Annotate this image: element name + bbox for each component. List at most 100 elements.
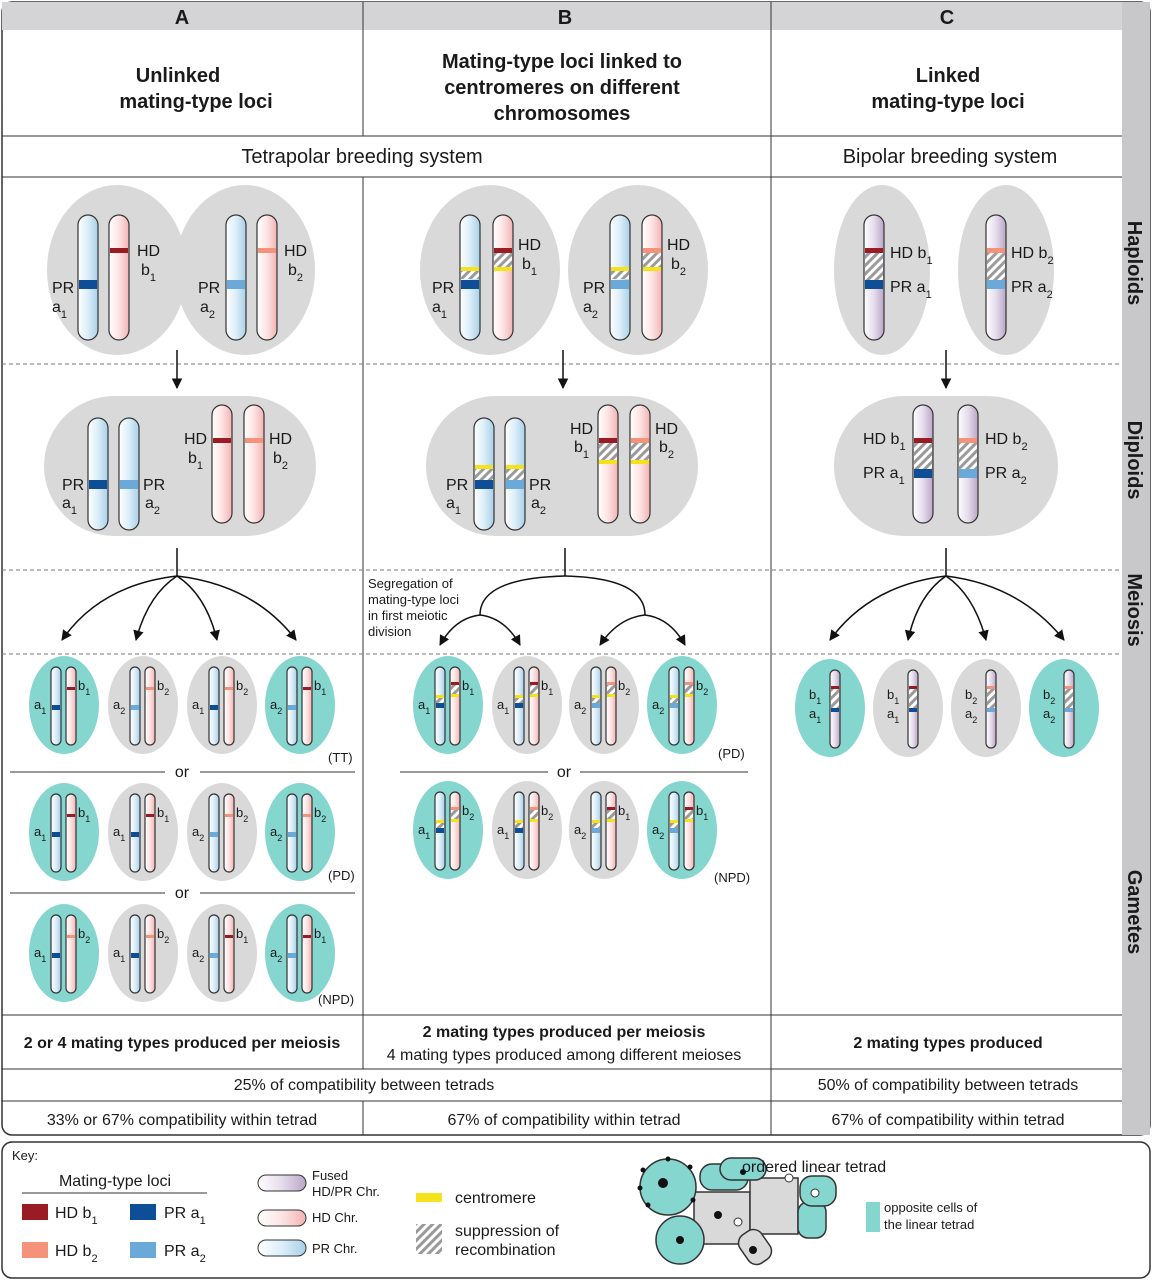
segregation-note-4: division	[368, 624, 411, 639]
label-b1: b1	[188, 450, 203, 472]
meiosis-arrow	[599, 614, 646, 646]
key-fused-chr-swatch	[257, 1174, 307, 1192]
recombination-suppression	[515, 697, 523, 703]
locus-hd	[67, 687, 75, 690]
gamete-cell	[492, 656, 562, 754]
gamete-label-a: a1	[497, 822, 509, 841]
recombination-suppression	[451, 809, 459, 819]
gamete-label-b: b1	[78, 678, 90, 697]
gamete-cell-opposite	[413, 781, 483, 879]
gamete-label-a: a1	[34, 697, 46, 716]
locus-hd-b2	[245, 438, 263, 443]
label-pr: PR	[583, 280, 605, 297]
hd-chromosome	[301, 793, 313, 873]
centromere	[685, 694, 693, 697]
centromere	[643, 267, 661, 271]
recombination-suppression	[611, 269, 629, 279]
locus-hd	[607, 807, 615, 810]
locus-pr	[670, 703, 678, 708]
gamete-label-b: b1	[314, 926, 326, 945]
meiosis-arrow	[945, 575, 1065, 641]
c-row2: 50% of compatibility between tetrads	[818, 1077, 1079, 1094]
gamete-label-b: b2	[236, 805, 248, 824]
key-pr-a2: PR a2	[164, 1243, 206, 1265]
centromere	[515, 820, 523, 823]
side-meiosis: Meiosis	[1123, 573, 1145, 646]
label-hd: HD	[655, 421, 678, 438]
locus-pr	[515, 828, 523, 833]
label-pr: PR	[198, 280, 220, 297]
locus-hd	[303, 814, 311, 817]
locus-pr	[436, 703, 444, 708]
locus-pr	[288, 705, 296, 710]
key-suppression-1: suppression of	[455, 1223, 560, 1240]
gamete-label-a: a2	[113, 697, 125, 716]
pr-chromosome	[87, 417, 109, 531]
gamete-label-a: a1	[809, 706, 821, 725]
centromere	[592, 820, 600, 823]
hd-chromosome	[256, 214, 278, 341]
label-hd: HD	[518, 237, 541, 254]
hd-chromosome	[528, 791, 540, 871]
locus-hd	[451, 682, 459, 685]
centromere	[607, 694, 615, 697]
label-hd: HD	[137, 243, 160, 260]
recombination-suppression	[685, 809, 693, 819]
key-hd-b1: HD b1	[55, 1205, 98, 1227]
hd-chromosome	[301, 914, 313, 994]
haploid-cell	[568, 185, 708, 355]
gamete-label-a: a2	[652, 822, 664, 841]
gamete-label-b: b1	[157, 805, 169, 824]
gamete-label-b: b1	[541, 678, 553, 697]
locus-pr	[52, 705, 60, 710]
key-pr-a2-swatch	[130, 1242, 156, 1258]
locus-pr	[987, 708, 995, 712]
hd-chromosome	[65, 793, 77, 873]
locus-pr-a1	[89, 480, 107, 489]
label-hd-b1: HD b1	[863, 431, 906, 453]
gamete-label-b: b1	[314, 678, 326, 697]
centromere	[475, 465, 493, 469]
locus-hd-b1	[213, 438, 231, 443]
gamete-cell	[187, 656, 257, 754]
hd-chromosome	[223, 793, 235, 873]
tetrad-pd-a: (PD)	[328, 868, 355, 883]
recombination-suppression	[631, 442, 649, 460]
label-pr: PR	[446, 477, 468, 494]
locus-hd	[303, 687, 311, 690]
gamete-label-b: b1	[887, 687, 899, 706]
tetrapolar-label: Tetrapolar breeding system	[241, 146, 482, 168]
recombination-suppression	[670, 822, 678, 828]
centromere	[611, 267, 629, 271]
gamete-label-a: a1	[113, 824, 125, 843]
gamete-cell	[569, 781, 639, 879]
recombination-suppression	[599, 442, 617, 460]
hd-chromosome	[528, 666, 540, 746]
gamete-label-b: b2	[314, 805, 326, 824]
hd-chromosome	[301, 666, 313, 746]
hd-chromosome	[605, 666, 617, 746]
key-suppression-swatch	[416, 1224, 442, 1254]
col-c-title-2: mating-type loci	[871, 91, 1024, 113]
locus-pr	[131, 832, 139, 837]
locus-hd-b2	[959, 438, 977, 443]
centromere	[451, 819, 459, 822]
recombination-suppression	[1065, 688, 1073, 708]
gamete-label-a: a1	[34, 824, 46, 843]
gamete-label-b: b1	[236, 926, 248, 945]
locus-hd	[225, 687, 233, 690]
key-fused-2: HD/PR Chr.	[312, 1184, 380, 1199]
key-opposite-swatch	[866, 1202, 880, 1232]
locus-pr	[210, 705, 218, 710]
gamete-cell-opposite	[265, 904, 335, 1002]
hd-chromosome	[65, 666, 77, 746]
gamete-label-a: a2	[574, 697, 586, 716]
gamete-label-b: b1	[78, 805, 90, 824]
centromere	[670, 820, 678, 823]
centromere	[592, 695, 600, 698]
gamete-cell	[492, 781, 562, 879]
key-pr-chr-swatch	[257, 1239, 307, 1257]
gamete-label-b: b2	[541, 803, 553, 822]
gamete-label-a: a1	[887, 706, 899, 725]
